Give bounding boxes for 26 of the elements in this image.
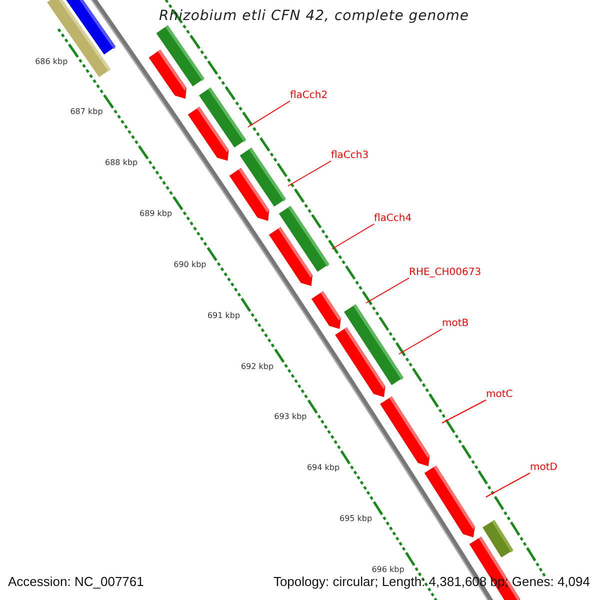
scale-label: 688 kbp [105, 158, 138, 168]
gene-label: motD [530, 462, 558, 474]
leader-line [332, 224, 374, 250]
gene-label: flaCch2 [290, 90, 328, 102]
scale-label: 696 kbp [372, 564, 404, 575]
scale-label: 691 kbp [207, 310, 240, 321]
gene-label: RHE_CH00673 [409, 267, 482, 279]
leader-line [398, 328, 442, 354]
gene-label: flaCch4 [374, 213, 412, 225]
leader-line [366, 278, 410, 304]
leader-line [442, 400, 486, 424]
leader-line [288, 160, 332, 186]
leader-line [486, 472, 530, 498]
scale-label: 695 kbp [339, 514, 372, 524]
accession-text: Accession: NC_007761 [8, 574, 144, 589]
scale-label: 692 kbp [240, 362, 274, 372]
gene-label: flaCch3 [331, 150, 369, 162]
scale-label: 689 kbp [139, 209, 172, 220]
leader-line [248, 100, 290, 128]
scale-label: 687 kbp [70, 107, 103, 118]
gene-label: motC [486, 389, 513, 401]
scale-label: 686 kbp [35, 56, 68, 67]
scale-label: 694 kbp [306, 463, 340, 474]
scale-label: 690 kbp [174, 260, 206, 270]
gene-label: motB [442, 318, 469, 330]
scale-label: 693 kbp [274, 412, 307, 422]
